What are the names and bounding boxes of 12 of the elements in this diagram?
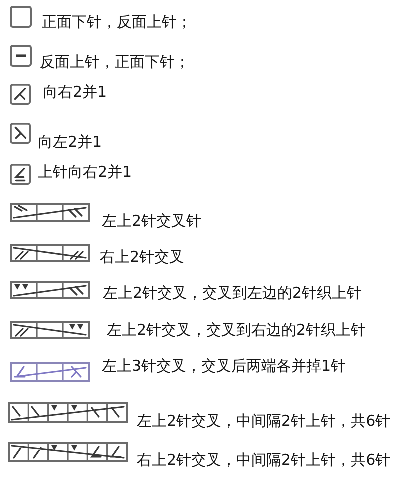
legend-text: 左上2针交叉，交叉到右边的2针织上针 [107,320,366,340]
legend-text: 左上3针交叉，交叉后两端各并掉1针 [102,356,346,376]
legend-text: 上针向右2并1 [38,162,132,182]
legend-text: 左上2针交叉，交叉到左边的2针织上针 [103,283,362,303]
legend-text: 反面上针，正面下针； [40,52,190,72]
legend-text: 向左2并1 [38,132,102,152]
legend-text: 右上2针交叉，中间隔2针上针，共6针 [137,450,391,470]
legend-text: 向右2并1 [43,82,108,102]
legend-text: 正面下针，反面上针； [42,12,192,32]
legend-text: 右上2针交叉 [100,247,185,267]
legend-text: 左上2针交叉针 [102,211,202,231]
legend-text: 左上2针交叉，中间隔2针上针，共6针 [137,411,391,431]
